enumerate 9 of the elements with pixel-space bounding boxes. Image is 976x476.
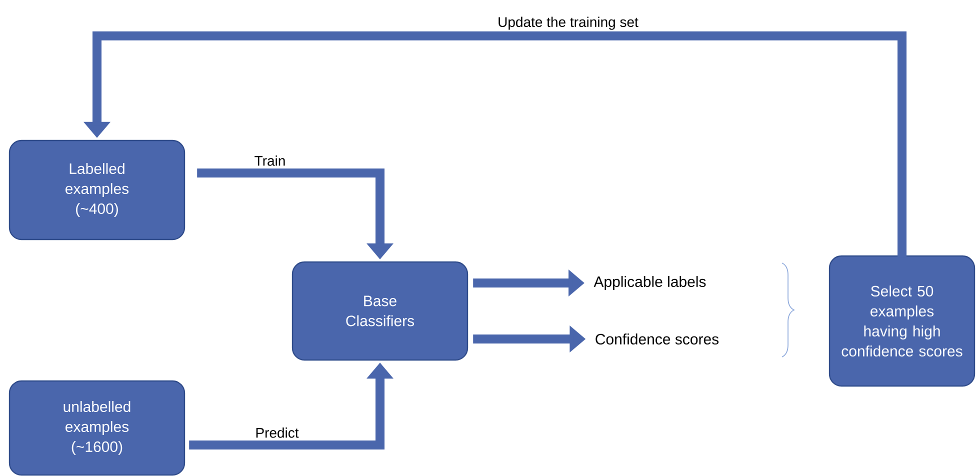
process-box: Select 50 examples having high confidence scores xyxy=(828,255,976,387)
edge-label: Update the training set xyxy=(496,16,640,31)
process-box: unlabelled examples (~1600) xyxy=(8,380,186,476)
process-box: Base Classifiers xyxy=(292,261,468,361)
output-text: Confidence scores xyxy=(596,334,719,344)
edge-label: Train xyxy=(253,154,287,167)
edge-label: Predict xyxy=(254,426,300,439)
process-box: Labelled examples (~400) xyxy=(8,140,186,240)
output-text: Applicable labels xyxy=(594,276,706,290)
